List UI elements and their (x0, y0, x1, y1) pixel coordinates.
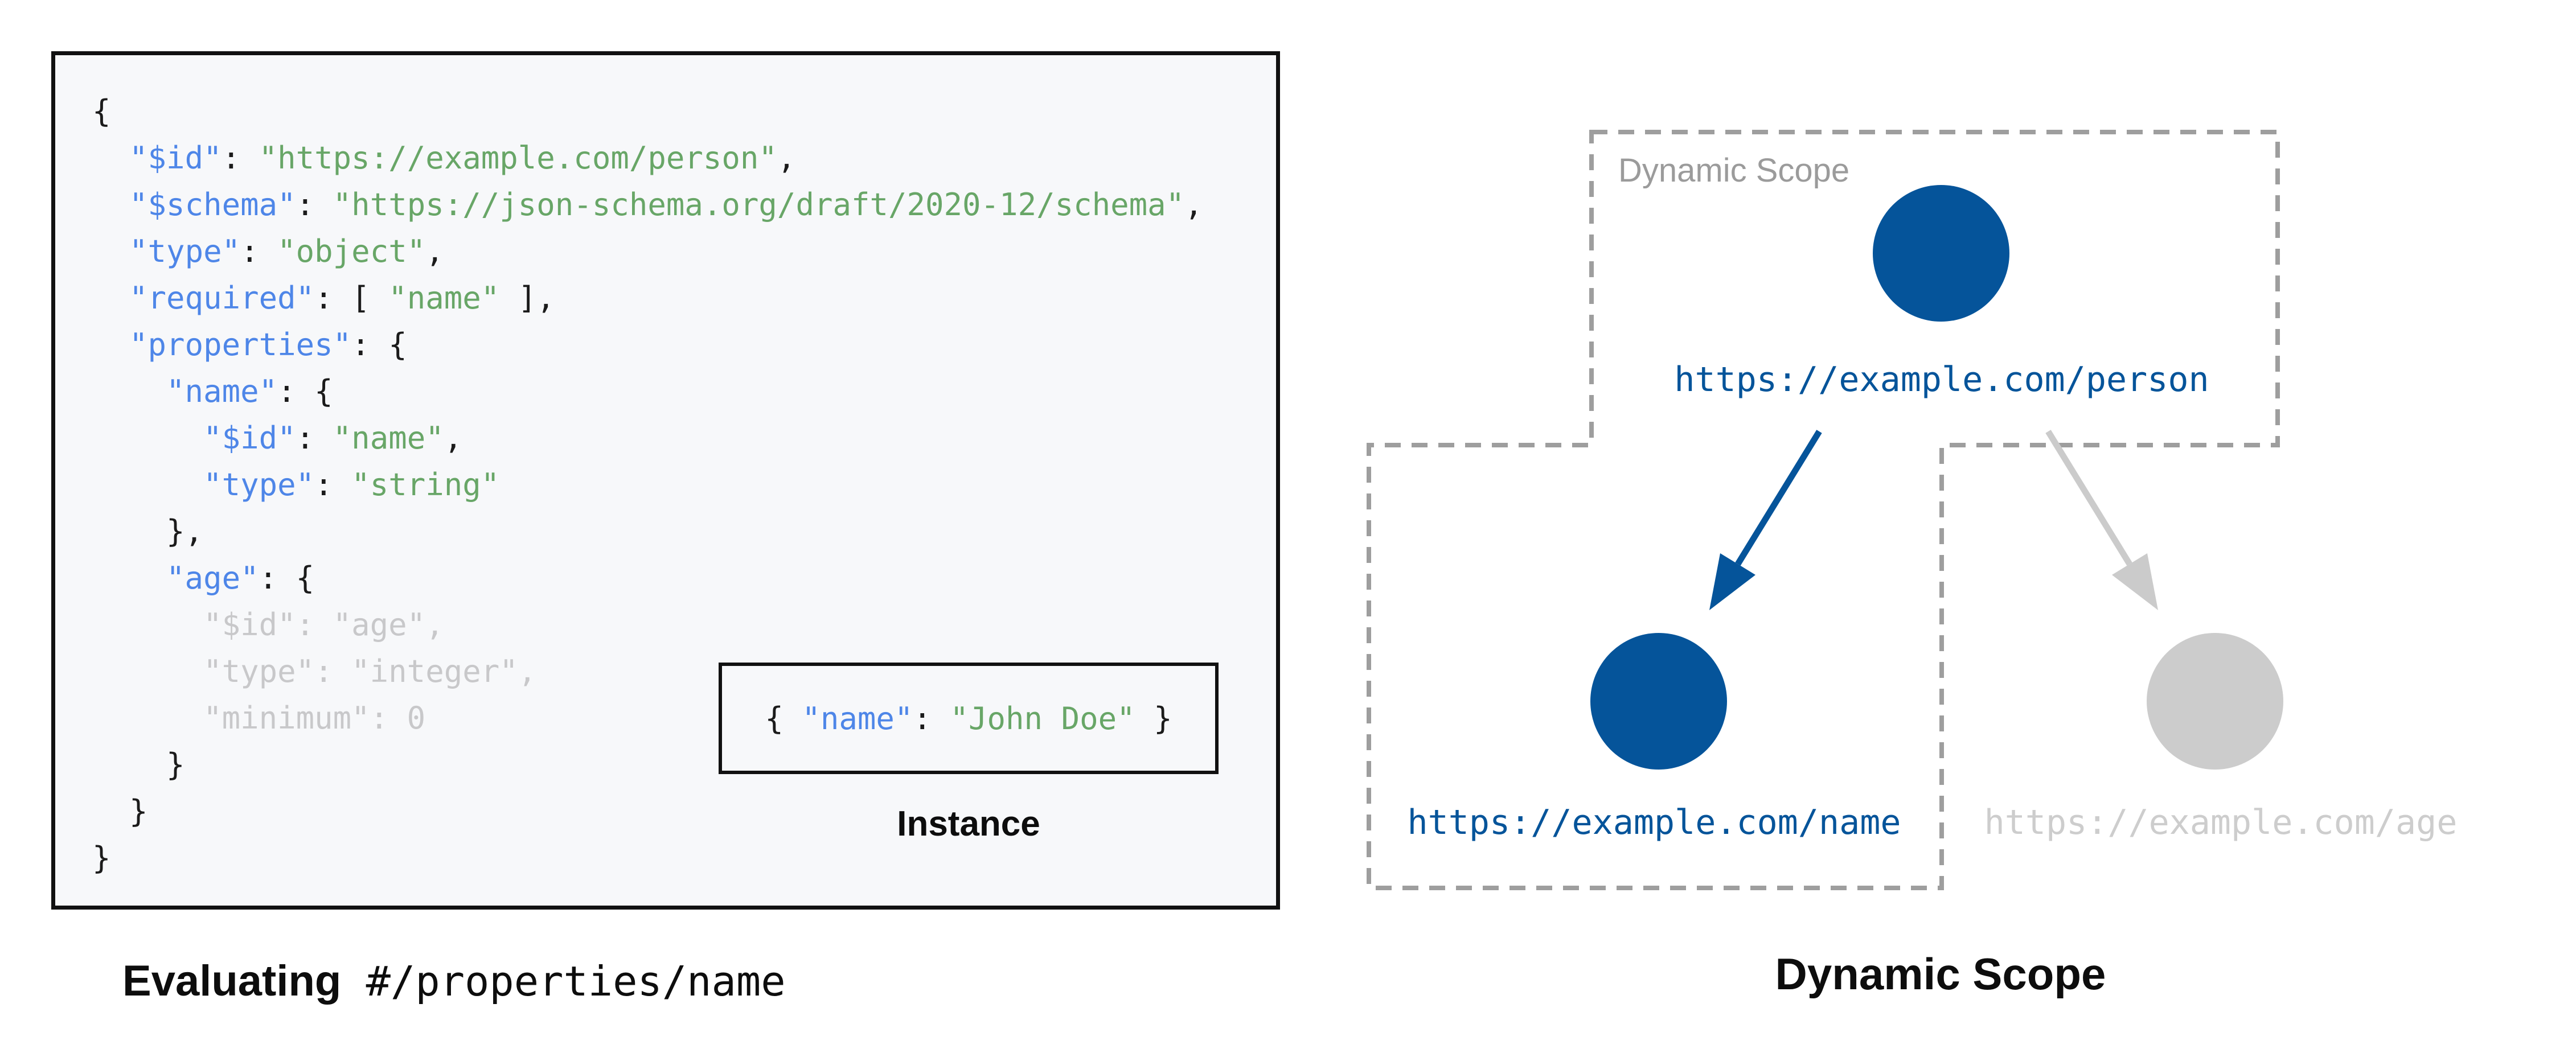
node-person-url: https://example.com/person (1674, 360, 2209, 400)
instance-json: { "name": "John Doe" } (765, 700, 1172, 737)
arrow-person-to-name (1709, 430, 1822, 610)
dynamic-scope-region-label: Dynamic Scope (1618, 152, 1850, 189)
dynamic-scope-boundary (1367, 130, 2280, 890)
instance-box: { "name": "John Doe" } (719, 663, 1219, 774)
node-person-circle (1873, 185, 2009, 322)
node-name-circle (1590, 633, 1727, 770)
schema-json-code: { "$id": "https://example.com/person", "… (92, 93, 1203, 876)
dynamic-scope-caption: Dynamic Scope (1775, 949, 2106, 999)
node-name-url: https://example.com/name (1407, 803, 1901, 842)
arrow-person-to-age (2045, 430, 2158, 610)
node-age-circle (2147, 633, 2283, 770)
evaluating-caption: Evaluating #/properties/name (122, 956, 786, 1006)
evaluating-caption-pointer: #/properties/name (341, 957, 786, 1005)
instance-label: Instance (897, 804, 1040, 844)
evaluating-caption-bold: Evaluating (122, 957, 342, 1005)
schema-code-panel: { "$id": "https://example.com/person", "… (51, 51, 1280, 910)
node-age-url: https://example.com/age (1984, 803, 2458, 842)
